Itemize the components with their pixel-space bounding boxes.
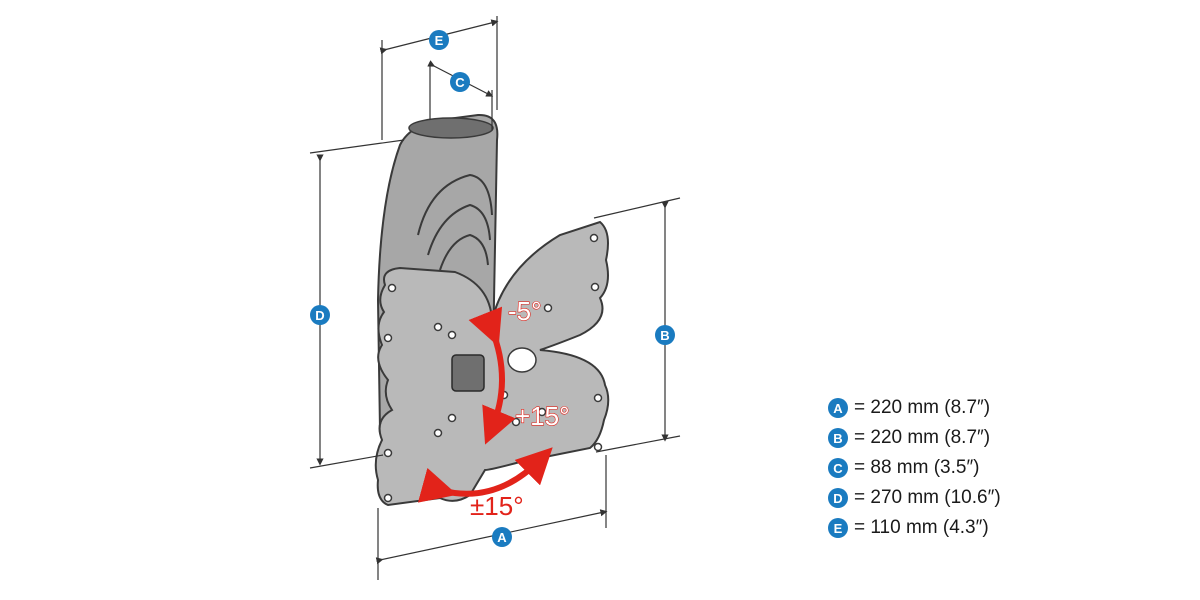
svg-text:B: B: [660, 328, 669, 343]
legend-badge: E: [828, 518, 848, 538]
legend-value: = 220 mm (8.7″): [854, 427, 991, 448]
swivel-angle: ±15°: [470, 491, 524, 521]
legend-value: = 110 mm (4.3″): [854, 517, 989, 538]
svg-text:E: E: [435, 33, 444, 48]
tilt-arrow: [468, 306, 516, 445]
legend-row: B = 220 mm (8.7″): [828, 423, 1148, 453]
legend-badge: B: [828, 428, 848, 448]
legend-row: E = 110 mm (4.3″): [828, 513, 1148, 543]
legend-row: C = 88 mm (3.5″): [828, 453, 1148, 483]
swivel-arrow: [417, 447, 553, 503]
badge-d: D: [310, 305, 330, 325]
legend-value: = 270 mm (10.6″): [854, 487, 1001, 508]
legend-badge: D: [828, 488, 848, 508]
badge-c: C: [450, 72, 470, 92]
legend-badge: A: [828, 398, 848, 418]
legend-value: = 220 mm (8.7″): [854, 397, 991, 418]
tilt-down-angle: +15°: [515, 401, 570, 431]
legend-value: = 88 mm (3.5″): [854, 457, 980, 478]
legend-row: D = 270 mm (10.6″): [828, 483, 1148, 513]
dimension-legend: A = 220 mm (8.7″) B = 220 mm (8.7″) C = 88 mm…: [828, 393, 1148, 543]
badge-b: B: [655, 325, 675, 345]
legend-row: A = 220 mm (8.7″): [828, 393, 1148, 423]
svg-text:C: C: [455, 75, 465, 90]
svg-text:A: A: [497, 530, 507, 545]
badge-a: A: [492, 527, 512, 547]
badge-e: E: [429, 30, 449, 50]
tilt-up-angle: -5°: [508, 296, 542, 326]
svg-text:D: D: [315, 308, 324, 323]
legend-badge: C: [828, 458, 848, 478]
